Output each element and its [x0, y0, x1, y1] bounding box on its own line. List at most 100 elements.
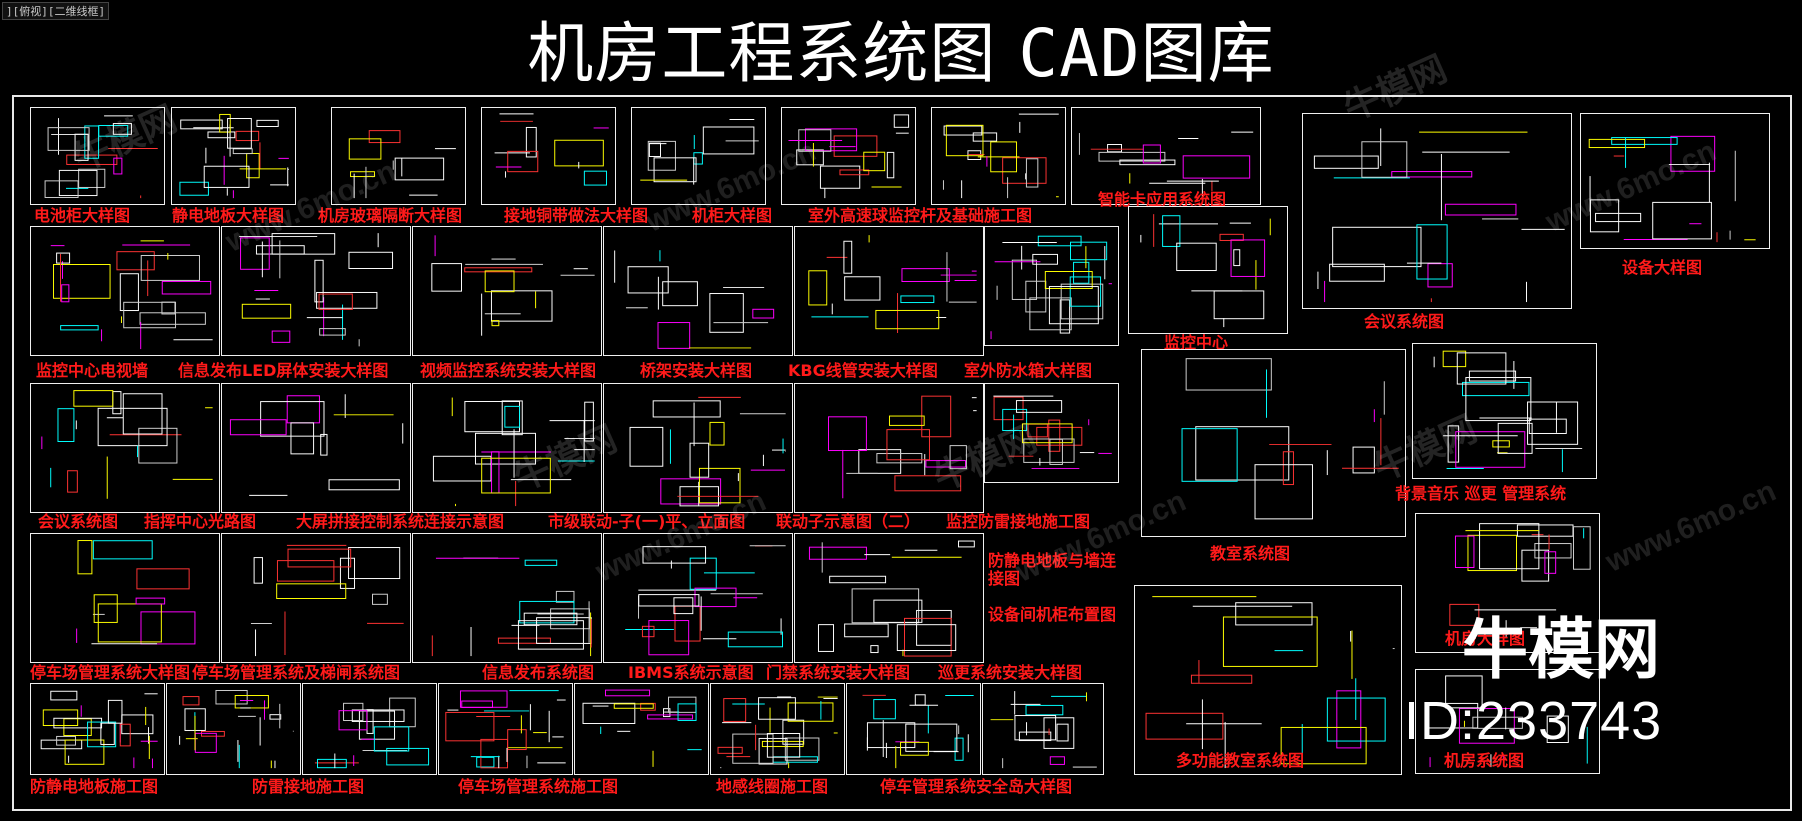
cad-stroke: [255, 245, 305, 255]
drawing-thumb[interactable]: [931, 107, 1066, 205]
drawing-thumb[interactable]: [1071, 107, 1261, 205]
drawing-thumb[interactable]: [30, 226, 220, 356]
cad-stroke: [67, 470, 78, 493]
cad-stroke: [44, 180, 79, 198]
drawing-thumb[interactable]: [794, 533, 984, 663]
cad-stroke: [782, 719, 805, 745]
cad-stroke: [1442, 350, 1467, 368]
cad-stroke: [138, 427, 178, 464]
drawing-thumb[interactable]: [166, 683, 301, 775]
cad-linework: [432, 397, 595, 507]
cad-stroke: [698, 467, 741, 504]
drawing-thumb[interactable]: [603, 383, 793, 513]
drawing-thumb[interactable]: [781, 107, 916, 205]
drawing-thumb[interactable]: [984, 383, 1119, 483]
drawing-thumb[interactable]: [412, 226, 602, 356]
cad-stroke: [180, 119, 223, 130]
cad-stroke: [1329, 263, 1385, 282]
cad-stroke: [219, 113, 231, 133]
cad-linework: [808, 235, 977, 333]
drawing-thumb[interactable]: [1580, 113, 1770, 249]
cad-stroke: [61, 284, 70, 303]
cad-stroke: [1336, 690, 1362, 749]
viewport-control-label[interactable]: ][俯视][二维线框]: [2, 2, 110, 20]
cad-stroke: [1254, 464, 1313, 520]
drawing-thumb[interactable]: [412, 383, 602, 513]
drawing-thumb[interactable]: [221, 383, 411, 513]
cad-stroke: [1069, 276, 1102, 307]
cad-stroke: [260, 401, 325, 437]
drawing-thumb[interactable]: [1134, 585, 1402, 775]
cad-linework: [348, 130, 456, 199]
cad-stroke: [179, 181, 209, 196]
drawing-thumb[interactable]: [171, 107, 296, 205]
drawing-thumb[interactable]: [30, 107, 165, 205]
drawing-thumb[interactable]: [30, 383, 220, 513]
cad-stroke: [84, 125, 100, 159]
drawing-label: 地感线圈施工图: [716, 777, 829, 796]
cad-stroke: [958, 540, 975, 548]
drawing-thumb[interactable]: [221, 226, 411, 356]
cad-stroke: [116, 251, 155, 271]
drawing-thumb[interactable]: [221, 533, 411, 663]
cad-stroke: [372, 593, 388, 605]
cad-stroke: [140, 611, 196, 645]
cad-stroke: [1652, 201, 1712, 240]
drawing-thumb[interactable]: [603, 226, 793, 356]
drawing-thumb[interactable]: [302, 683, 437, 775]
cad-stroke: [1181, 428, 1238, 482]
cad-stroke: [893, 114, 910, 128]
cad-stroke: [709, 293, 744, 333]
drawing-thumb[interactable]: [794, 383, 984, 513]
drawing-thumb[interactable]: [631, 107, 766, 205]
cad-stroke: [1573, 526, 1591, 570]
cad-stroke: [657, 322, 691, 349]
cad-stroke: [1455, 431, 1526, 468]
drawing-thumb[interactable]: [1141, 349, 1406, 537]
cad-linework: [808, 540, 975, 657]
cad-stroke: [112, 391, 122, 415]
cad-linework: [582, 689, 702, 767]
cad-stroke: [1454, 535, 1475, 569]
cad-stroke: [112, 123, 132, 135]
cad-stroke: [241, 303, 292, 319]
page-title: 机房工程系统图 CAD图库: [527, 15, 1275, 92]
cad-stroke: [875, 309, 940, 330]
cad-stroke: [894, 475, 962, 492]
cad-linework: [431, 557, 592, 657]
cad-stroke: [350, 171, 375, 178]
drawing-label: 大屏拼接控制系统连接示意图: [296, 512, 505, 531]
cad-linework: [250, 544, 404, 657]
cad-stroke: [1391, 171, 1473, 178]
drawing-thumb[interactable]: [1415, 669, 1600, 774]
cad-stroke: [925, 460, 967, 468]
drawing-label: 停车场管理系统及梯闸系统图: [192, 663, 401, 682]
drawing-thumb[interactable]: [982, 683, 1104, 775]
drawing-label: 停车场管理系统大样图: [30, 663, 191, 682]
cad-linework: [942, 113, 1059, 199]
drawing-thumb[interactable]: [1302, 113, 1572, 309]
drawing-thumb[interactable]: [846, 683, 981, 775]
drawing-thumb[interactable]: [30, 533, 220, 663]
drawing-thumb[interactable]: [794, 226, 984, 356]
cad-stroke: [1185, 358, 1272, 391]
cad-stroke: [1044, 271, 1093, 290]
drawing-thumb[interactable]: [603, 533, 793, 663]
drawing-thumb[interactable]: [1412, 343, 1597, 479]
drawing-thumb[interactable]: [984, 226, 1119, 346]
cad-stroke: [1492, 440, 1510, 448]
drawing-thumb[interactable]: [481, 107, 616, 205]
drawing-thumb[interactable]: [331, 107, 466, 205]
drawing-thumb[interactable]: [412, 533, 602, 663]
drawing-thumb[interactable]: [30, 683, 165, 775]
drawing-thumb[interactable]: [438, 683, 573, 775]
drawing-thumb[interactable]: [710, 683, 845, 775]
drawing-thumb[interactable]: [1415, 513, 1600, 653]
cad-stroke: [253, 557, 263, 584]
cad-stroke: [1107, 144, 1122, 153]
cad-stroke: [56, 252, 71, 264]
drawing-label: 市级联动-子(一)平、立面图: [548, 512, 746, 531]
drawing-thumb[interactable]: [574, 683, 709, 775]
drawing-thumb[interactable]: [1128, 206, 1288, 334]
cad-stroke: [368, 130, 401, 144]
